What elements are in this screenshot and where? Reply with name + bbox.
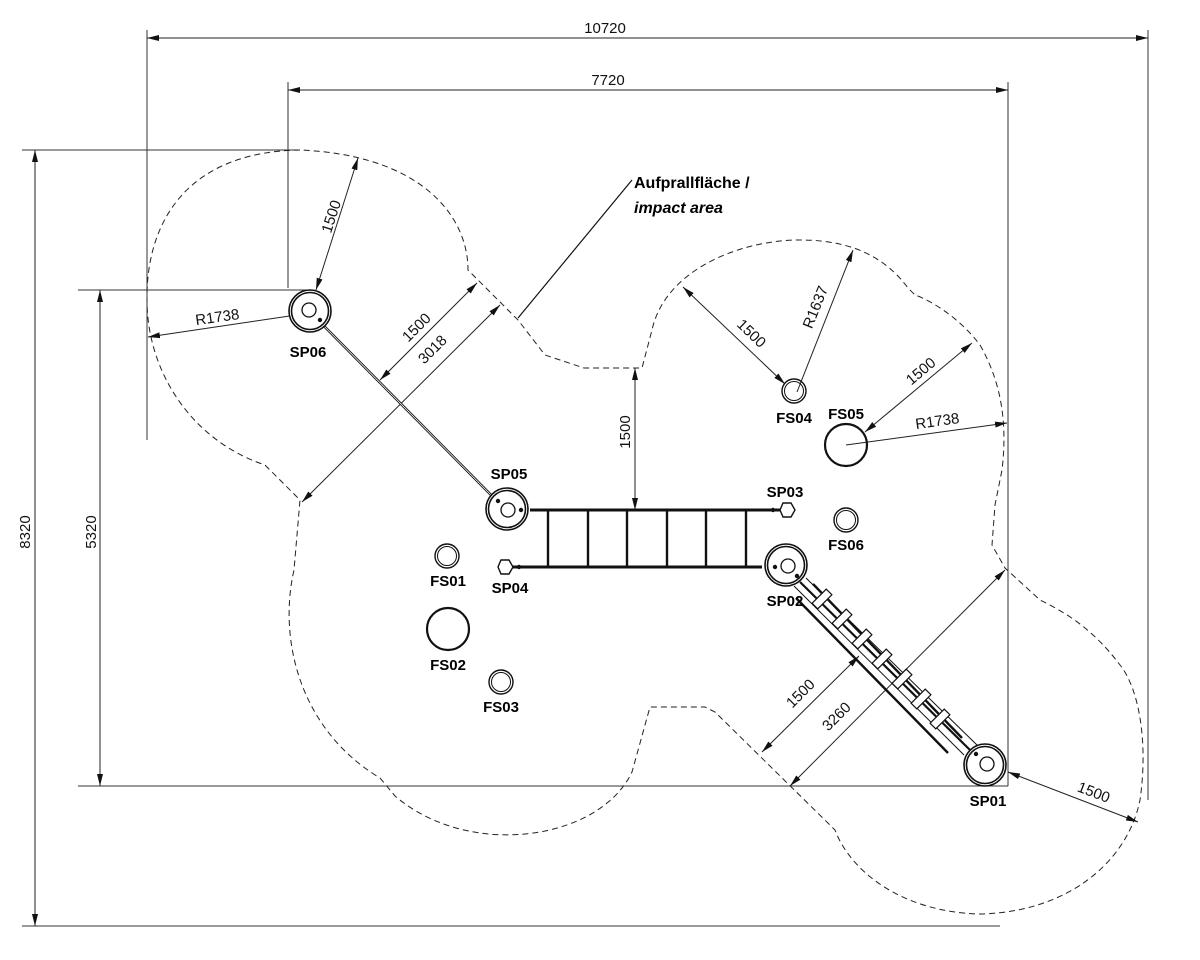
post-sp03[interactable]: [770, 502, 796, 518]
sp06-radius-label: R1738: [194, 306, 240, 329]
inner-width-label: 7720: [591, 72, 624, 89]
post-sp02[interactable]: [764, 543, 808, 587]
footing-label-fs06: FS06: [828, 537, 864, 554]
footing-label-fs02: FS02: [430, 657, 466, 674]
footing-label-fs04: FS04: [776, 410, 813, 427]
dimension-sp06-clearance-top: [315, 157, 359, 291]
impact-area-note-line1: Aufprallfläche /: [634, 175, 750, 192]
dimension-fs05-radius: [845, 421, 1008, 446]
sp06-clearance-top-label: 1500: [318, 198, 344, 235]
bridge-sp02-sp01: [793, 577, 979, 756]
dimension-fs05-clearance: [864, 342, 973, 433]
fs04-clearance-label: 1500: [733, 316, 769, 351]
total-height-label: 8320: [17, 515, 34, 548]
post-label-sp03: SP03: [767, 484, 804, 501]
net-clearance-label: 1500: [617, 415, 634, 448]
fs05-clearance-label: 1500: [903, 354, 939, 388]
dimension-sp01-clearance: [1007, 771, 1139, 823]
rope-sp06-sp05: [319, 321, 497, 501]
footing-fs05[interactable]: [823, 422, 869, 468]
post-sp01[interactable]: [963, 743, 1007, 787]
footing-label-fs01: FS01: [430, 573, 466, 590]
footing-fs04[interactable]: [781, 378, 807, 404]
dimension-fs04-clearance: [682, 286, 786, 385]
post-label-sp04: SP04: [492, 580, 529, 597]
post-label-sp02: SP02: [767, 593, 804, 610]
post-label-sp06: SP06: [290, 344, 327, 361]
post-sp04[interactable]: [497, 559, 522, 575]
footing-label-fs05: FS05: [828, 406, 864, 423]
impact-area-leader: [517, 179, 633, 319]
impact-area-note-line2: impact area: [634, 200, 723, 217]
footing-label-fs03: FS03: [483, 699, 519, 716]
post-label-sp01: SP01: [970, 793, 1007, 810]
sp02-sp01-clearance-label: 1500: [783, 676, 819, 712]
dimension-fs04-radius: [796, 249, 854, 393]
post-sp05[interactable]: [485, 487, 529, 531]
footing-fs06[interactable]: [833, 507, 859, 533]
footing-fs02[interactable]: [425, 606, 471, 652]
overall-dimension-lines: [22, 30, 1149, 927]
post-label-sp05: SP05: [491, 466, 528, 483]
sp01-clearance-label: 1500: [1075, 779, 1112, 807]
fs04-radius-label: R1637: [800, 284, 832, 331]
footing-fs01[interactable]: [434, 543, 460, 569]
net-bridge-sp05-sp02: [510, 508, 780, 569]
sp06-sp05-width-label: 3018: [415, 332, 451, 368]
sp02-sp01-width-label: 3260: [819, 699, 855, 735]
total-width-label: 10720: [584, 20, 626, 37]
inner-height-label: 5320: [83, 515, 100, 548]
dimension-sp06-radius: [147, 312, 311, 339]
footing-fs03[interactable]: [488, 669, 514, 695]
post-sp06[interactable]: [288, 289, 332, 333]
fs05-radius-label: R1738: [914, 410, 960, 433]
